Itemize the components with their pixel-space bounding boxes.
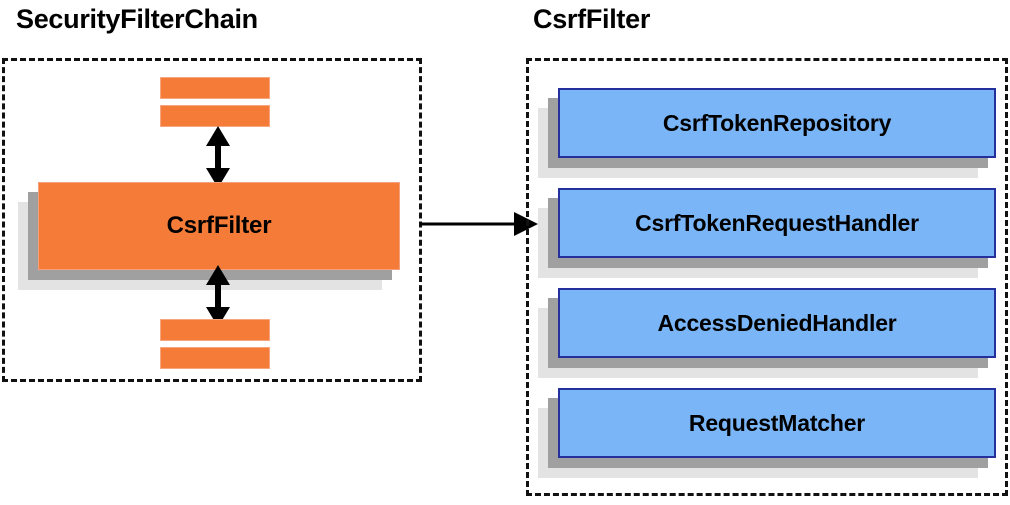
collaborator-node-requestmatcher[interactable]: RequestMatcher — [538, 388, 996, 478]
collaborator-node-csrftokenrepository[interactable]: CsrfTokenRepository — [538, 88, 996, 178]
csrf-filter-collaborators-panel — [526, 58, 1008, 496]
csrf-filter-node[interactable]: CsrfFilter — [18, 182, 400, 290]
left-panel-title: SecurityFilterChain — [16, 4, 258, 34]
collaborator-node-face[interactable]: CsrfTokenRepository — [558, 88, 996, 158]
collaborator-node-face[interactable]: RequestMatcher — [558, 388, 996, 458]
csrf-filter-node-label: CsrfFilter — [166, 212, 272, 239]
securityfilterchain-to-csrffilter-arrow — [420, 212, 538, 236]
filter-bar-bottom-1 — [160, 319, 270, 341]
collaborator-node-face[interactable]: AccessDeniedHandler — [558, 288, 996, 358]
filter-bar-bottom-2 — [160, 347, 270, 369]
security-filter-chain-panel — [2, 58, 422, 382]
collaborator-node-csrftokenrequesthandler[interactable]: CsrfTokenRequestHandler — [538, 188, 996, 278]
filter-chain-arrow-up — [206, 126, 230, 188]
collaborator-node-label: AccessDeniedHandler — [657, 309, 897, 336]
right-panel-title: CsrfFilter — [533, 4, 651, 34]
collaborator-node-accessdeniedhandler[interactable]: AccessDeniedHandler — [538, 288, 996, 378]
collaborator-node-label: RequestMatcher — [688, 409, 866, 436]
collaborator-node-face[interactable]: CsrfTokenRequestHandler — [558, 188, 996, 258]
filter-chain-arrow-down — [206, 265, 230, 327]
filter-bar-top-1 — [160, 77, 270, 99]
collaborator-node-label: CsrfTokenRequestHandler — [635, 209, 919, 236]
csrf-filter-node-face[interactable]: CsrfFilter — [38, 182, 400, 270]
filter-bar-top-2 — [160, 105, 270, 127]
collaborator-node-label: CsrfTokenRepository — [662, 109, 892, 136]
